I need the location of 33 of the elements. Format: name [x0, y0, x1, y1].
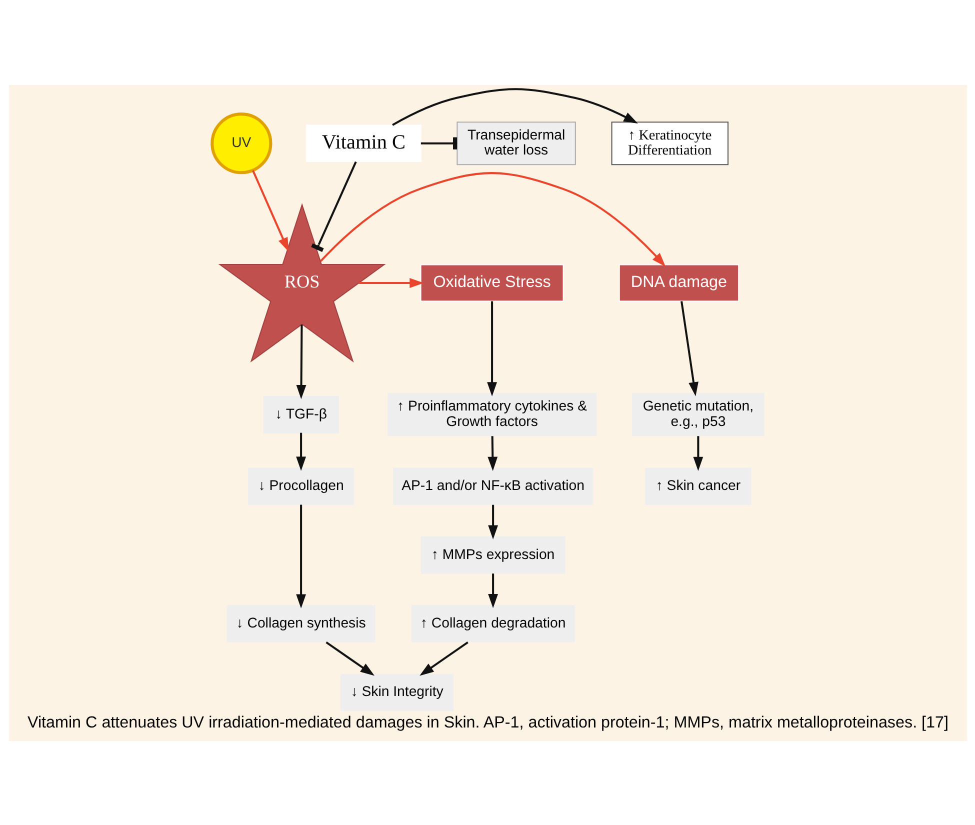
node-box: ↑ Keratinocyte Differentiation — [610, 121, 728, 165]
arrow — [486, 300, 496, 396]
arrow — [320, 172, 666, 266]
connector — [310, 160, 356, 252]
node-box: ↑ Collagen degradation — [410, 604, 574, 642]
arrow — [488, 573, 498, 608]
node-box: ↓ Collagen synthesis — [226, 604, 375, 642]
arrow — [392, 88, 638, 126]
arrow — [487, 436, 498, 471]
node-box: ↑ MMPs expression — [420, 536, 565, 574]
node-box: ↑ Skin cancer — [644, 467, 751, 504]
node-box: ↓ Skin Integrity — [340, 673, 454, 711]
node-box: ↓ TGF-β — [262, 395, 338, 433]
node-circle: UV — [210, 112, 272, 174]
node-box: Transepidermal water loss — [456, 121, 576, 165]
arrow — [296, 432, 306, 470]
arrow — [358, 278, 424, 288]
arrow — [296, 504, 306, 608]
node-box: Vitamin C — [306, 124, 421, 162]
caption: Vitamin C attenuates UV irradiation-mediated damages in Skin. AP-1, activation protein-1; MMPs, matrix metalloproteinases. [17] — [26, 713, 948, 732]
node-box: AP-1 and/or NF-κB activation — [392, 467, 593, 504]
node-box: ↓ Procollagen — [248, 467, 354, 504]
arrow — [419, 640, 468, 676]
arrow — [488, 504, 498, 539]
arrow — [692, 436, 703, 471]
node-box: Genetic mutation, e.g., p53 — [632, 392, 764, 436]
node-box: DNA damage — [618, 264, 739, 302]
arrow — [252, 170, 288, 252]
node-box: ↑ Proinflammatory cytokines & Growth factors — [386, 392, 596, 436]
arrow — [680, 300, 698, 396]
arrow — [296, 324, 306, 399]
node-box: Oxidative Stress — [420, 264, 564, 302]
arrow — [325, 640, 374, 676]
